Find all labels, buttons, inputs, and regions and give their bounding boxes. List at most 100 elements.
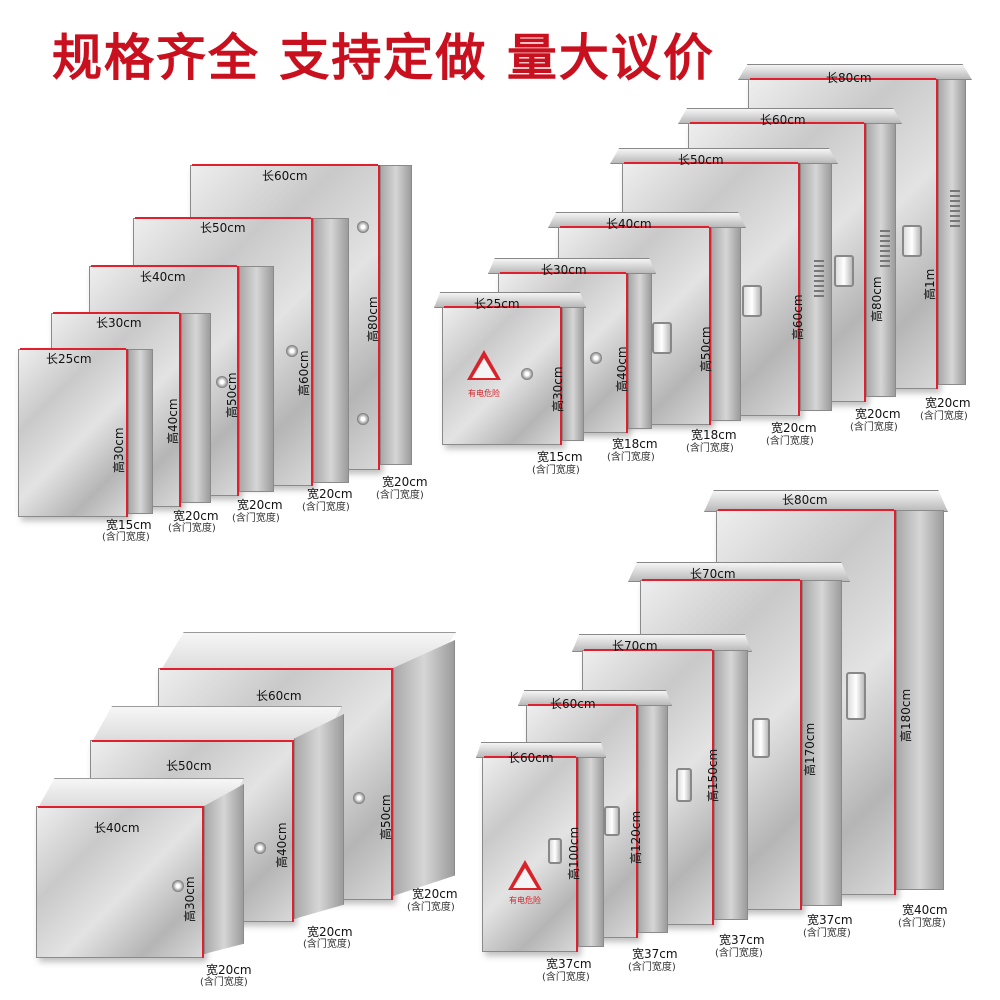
rain-box-30-height-line bbox=[626, 273, 628, 433]
lock-icon bbox=[172, 880, 184, 892]
rain-box-80-length-line bbox=[750, 78, 936, 80]
vent-louver-icon bbox=[950, 190, 960, 230]
cabinet-170-length-line bbox=[642, 579, 800, 581]
rain-box-30-side bbox=[628, 273, 652, 429]
wall-box-60-width-label: 宽20cm bbox=[382, 475, 428, 489]
wall-box-30-side bbox=[181, 313, 211, 503]
horizontal-box-50-width-note: (含门宽度) bbox=[303, 939, 351, 950]
door-handle-icon bbox=[652, 322, 672, 354]
door-handle-icon bbox=[752, 718, 770, 758]
cabinet-170-height-label: 高170cm bbox=[803, 722, 817, 776]
rain-box-25-height-label: 高30cm bbox=[551, 366, 565, 412]
cabinet-120-width-label: 宽37cm bbox=[632, 947, 678, 961]
wall-box-40-height-label: 高50cm bbox=[225, 372, 239, 418]
door-handle-icon bbox=[846, 672, 866, 720]
rain-box-80-width-note: (含门宽度) bbox=[920, 411, 968, 422]
horizontal-box-50-height-line bbox=[292, 740, 294, 922]
horizontal-box-50-height-label: 高40cm bbox=[275, 822, 289, 868]
horizontal-box-60-length-label: 长60cm bbox=[256, 689, 302, 703]
wall-box-60-length-label: 长60cm bbox=[262, 169, 308, 183]
cabinet-100-height-line bbox=[576, 757, 578, 952]
wall-box-60-width-note: (含门宽度) bbox=[376, 490, 424, 501]
horizontal-box-40-side bbox=[204, 784, 244, 954]
horizontal-box-50-width-label: 宽20cm bbox=[307, 925, 353, 939]
cabinet-170-height-line bbox=[800, 580, 802, 910]
lock-icon bbox=[353, 792, 365, 804]
cabinet-100-length-line bbox=[484, 756, 576, 758]
rain-box-25-side bbox=[562, 307, 584, 441]
wall-box-40-length-label: 长40cm bbox=[140, 270, 186, 284]
door-handle-icon bbox=[834, 255, 854, 287]
wall-box-30-height-line bbox=[179, 313, 181, 507]
cabinet-150-height-label: 高150cm bbox=[706, 748, 720, 802]
wall-box-30-width-note: (含门宽度) bbox=[168, 523, 216, 534]
cabinet-150-side bbox=[714, 650, 748, 920]
wall-box-60-side bbox=[380, 165, 412, 465]
rain-box-60-length-label: 长60cm bbox=[760, 113, 806, 127]
rain-box-60-side bbox=[866, 123, 896, 397]
lock-icon bbox=[590, 352, 602, 364]
lock-icon bbox=[286, 345, 298, 357]
rain-box-40-width-label: 宽18cm bbox=[691, 428, 737, 442]
cabinet-120-length-label: 长60cm bbox=[550, 697, 596, 711]
rain-box-25 bbox=[442, 307, 562, 445]
horizontal-box-40-width-note: (含门宽度) bbox=[200, 977, 248, 988]
horizontal-box-40-width-label: 宽20cm bbox=[206, 963, 252, 977]
wall-box-60-height-line bbox=[378, 165, 380, 470]
horizontal-box-50-length-label: 长50cm bbox=[166, 759, 212, 773]
rain-box-25-height-line bbox=[560, 307, 562, 445]
rain-box-60-height-label: 高80cm bbox=[870, 276, 884, 322]
wall-box-25-side bbox=[128, 349, 153, 514]
rain-box-50-height-line bbox=[798, 163, 800, 416]
horizontal-box-50-length-line bbox=[92, 740, 292, 742]
wall-box-25 bbox=[18, 349, 128, 517]
rain-box-30-height-label: 高40cm bbox=[615, 346, 629, 392]
cabinet-180-height-line bbox=[894, 510, 896, 895]
warning-sign-text: 有电危险 bbox=[468, 389, 500, 398]
rain-box-30-length-line bbox=[500, 272, 626, 274]
rain-box-40-width-note: (含门宽度) bbox=[686, 443, 734, 454]
rain-box-50-width-label: 宽20cm bbox=[771, 421, 817, 435]
horizontal-box-60-height-line bbox=[391, 668, 393, 900]
cabinet-170-width-label: 宽37cm bbox=[807, 913, 853, 927]
cabinet-180-width-label: 宽40cm bbox=[902, 903, 948, 917]
wall-box-40-length-line bbox=[91, 265, 237, 267]
lock-icon bbox=[254, 842, 266, 854]
cabinet-120-side bbox=[638, 705, 668, 933]
wall-box-40-side bbox=[239, 266, 274, 492]
cabinet-170-width-note: (含门宽度) bbox=[803, 928, 851, 939]
horizontal-box-60-width-note: (含门宽度) bbox=[407, 902, 455, 913]
wall-box-50-length-label: 长50cm bbox=[200, 221, 246, 235]
door-handle-icon bbox=[902, 225, 922, 257]
rain-box-50-length-line bbox=[624, 162, 798, 164]
cabinet-180-length-line bbox=[718, 509, 894, 511]
rain-box-50-width-note: (含门宽度) bbox=[766, 436, 814, 447]
rain-box-80-side bbox=[938, 79, 966, 385]
door-handle-icon bbox=[742, 285, 762, 317]
cabinet-100-height-label: 高100cm bbox=[567, 826, 581, 880]
rain-box-30-width-label: 宽18cm bbox=[612, 437, 658, 451]
lock-icon bbox=[216, 376, 228, 388]
cabinet-120-width-note: (含门宽度) bbox=[628, 962, 676, 973]
vent-louver-icon bbox=[814, 260, 824, 300]
lock-icon bbox=[357, 413, 369, 425]
wall-box-50-height-label: 高60cm bbox=[297, 350, 311, 396]
wall-box-50-length-line bbox=[135, 217, 311, 219]
wall-box-25-height-line bbox=[126, 349, 128, 517]
horizontal-box-40-height-label: 高30cm bbox=[183, 876, 197, 922]
cabinet-120-height-label: 高120cm bbox=[629, 810, 643, 864]
headline: 规格齐全 支持定做 量大议价 bbox=[52, 29, 715, 87]
rain-box-80-length-label: 长80cm bbox=[826, 71, 872, 85]
cabinet-180-side bbox=[896, 510, 944, 890]
wall-box-25-width-label: 宽15cm bbox=[106, 518, 152, 532]
horizontal-box-40-height-line bbox=[202, 806, 204, 958]
wall-box-30-height-label: 高40cm bbox=[166, 398, 180, 444]
rain-box-60-width-label: 宽20cm bbox=[855, 407, 901, 421]
warning-sign-text: 有电危险 bbox=[509, 896, 541, 905]
rain-box-80-width-label: 宽20cm bbox=[925, 396, 971, 410]
cabinet-150-length-line bbox=[584, 649, 712, 651]
horizontal-box-60-height-label: 高50cm bbox=[379, 794, 393, 840]
rain-box-60-height-line bbox=[864, 123, 866, 402]
wall-box-60-height-label: 高80cm bbox=[366, 296, 380, 342]
cabinet-180-width-note: (含门宽度) bbox=[898, 918, 946, 929]
